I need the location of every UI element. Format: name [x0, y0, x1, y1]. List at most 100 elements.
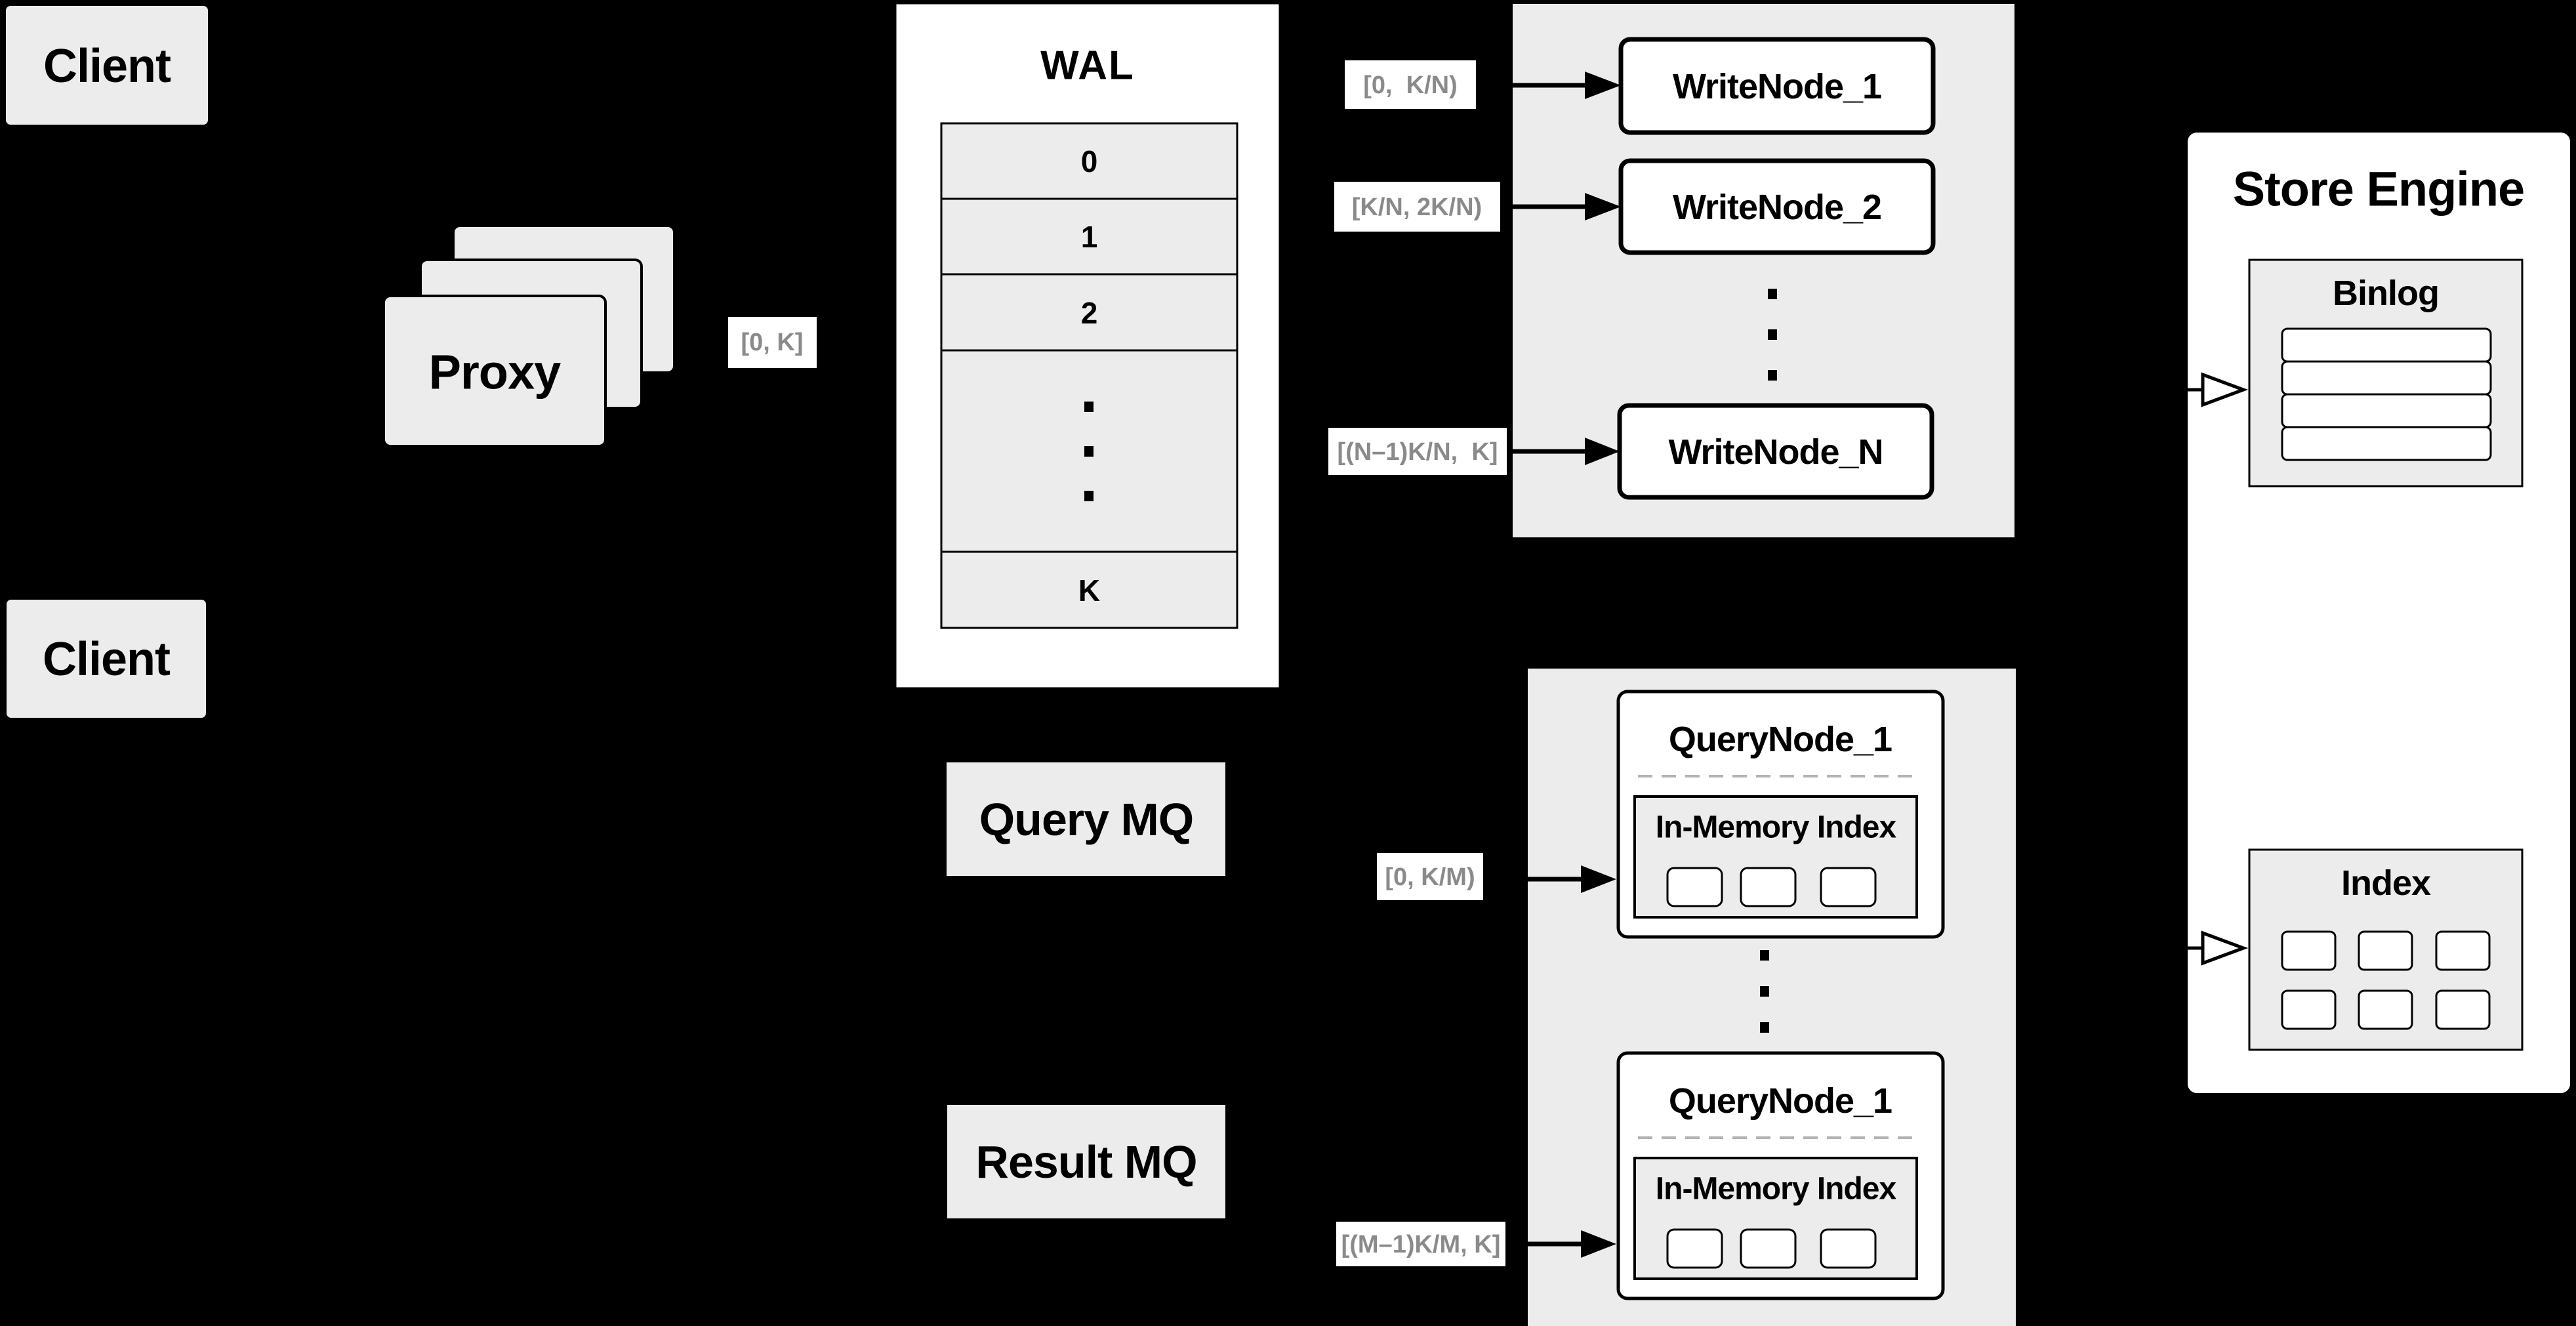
- ellipsis-dot: [1084, 491, 1094, 501]
- query-node-bottom: QueryNode_1 In-Memory Index: [1616, 1051, 1945, 1300]
- ellipsis-dot: [1084, 402, 1094, 412]
- result-mq-box: [946, 1104, 1227, 1220]
- arrowhead-writenode-n: [1585, 438, 1620, 465]
- query-node-title: QueryNode_1: [1669, 1081, 1892, 1121]
- ellipsis-dot: [1760, 986, 1769, 997]
- range-label-query-1: [0, K/M): [1377, 853, 1483, 900]
- write-node-label: WriteNode_2: [1673, 188, 1881, 227]
- index-cell: [2281, 989, 2337, 1030]
- arrowhead-querynode-1: [1581, 865, 1616, 893]
- in-memory-index-title: In-Memory Index: [1656, 810, 1897, 845]
- wal-row-1-label: 1: [1081, 220, 1097, 254]
- write-node-label: WriteNode_1: [1673, 67, 1881, 106]
- range-label-box: [1336, 1222, 1505, 1266]
- range-label-text: [K/N, 2K/N): [1352, 194, 1482, 221]
- binlog-row: [2281, 426, 2492, 461]
- range-label-text: [0, K/M): [1385, 863, 1475, 891]
- client-node-top: Client: [5, 5, 209, 126]
- write-node-label: WriteNode_N: [1668, 432, 1883, 472]
- range-label-box: [1345, 60, 1476, 109]
- range-label-box: [1334, 182, 1500, 232]
- proxy-stack: Proxy: [382, 224, 676, 447]
- index-title: Index: [2341, 863, 2431, 903]
- ellipsis-dot: [1760, 950, 1769, 961]
- wal-row-0-label: 0: [1081, 144, 1097, 178]
- range-label-box: [1328, 428, 1507, 475]
- range-label-query-m: [(M–1)K/M, K]: [1336, 1222, 1505, 1266]
- index-segment-cell: [1820, 1228, 1877, 1269]
- range-label-text: [(M–1)K/M, K]: [1341, 1231, 1501, 1258]
- arrowhead-writenode-2: [1585, 193, 1621, 220]
- index-cell: [2358, 930, 2413, 971]
- wal-row-k: [940, 550, 1238, 629]
- proxy-box-front: [382, 295, 607, 447]
- binlog-group: Binlog: [2248, 259, 2524, 487]
- query-node-title: QueryNode_1: [1669, 720, 1892, 759]
- open-arrowhead-binlog: [2201, 372, 2249, 407]
- ellipsis-dot: [1768, 289, 1777, 299]
- ellipsis-dot: [1760, 1022, 1769, 1033]
- connector-arrows: [1475, 72, 2249, 1258]
- client-top-box: [5, 5, 209, 126]
- client-top-label: Client: [43, 40, 171, 93]
- open-arrowhead-index: [2201, 930, 2249, 966]
- index-cell: [2435, 930, 2491, 971]
- query-mq-box: [945, 761, 1227, 877]
- result-mq-node: Result MQ: [946, 1104, 1227, 1220]
- range-label-text: [0, K]: [741, 329, 804, 356]
- wal-row-2: [940, 273, 1238, 352]
- binlog-row: [2281, 393, 2492, 428]
- result-mq-label: Result MQ: [975, 1136, 1196, 1188]
- query-nodes-ellipsis: [1760, 950, 1769, 1033]
- client-bottom-label: Client: [43, 633, 171, 686]
- write-node-box: [1618, 158, 1936, 255]
- wal-row-0: [940, 122, 1238, 200]
- range-label-box: [728, 317, 817, 368]
- wal-title: WAL: [1040, 43, 1135, 89]
- wal-row-k-label: K: [1078, 573, 1100, 608]
- binlog-title: Binlog: [2333, 274, 2439, 313]
- write-node-n: WriteNode_N: [1617, 403, 1934, 500]
- ellipsis-dot: [1084, 446, 1094, 457]
- binlog-row: [2281, 327, 2492, 363]
- index-segment-cell: [1820, 867, 1877, 907]
- index-cell: [2358, 989, 2413, 1030]
- range-label-write-n: [(N–1)K/N, K]: [1328, 428, 1507, 475]
- binlog-row: [2281, 360, 2492, 396]
- ellipsis-dot: [1768, 370, 1777, 381]
- ellipsis-dot: [1768, 329, 1777, 340]
- index-segment-cell: [1740, 1228, 1797, 1269]
- store-engine-section: Store Engine Binlog Index: [2233, 162, 2525, 1051]
- index-segment-cell: [1740, 867, 1797, 907]
- write-node-box: [1618, 37, 1936, 135]
- range-label-client-to-wal: [0, K]: [728, 317, 817, 368]
- write-node-1: WriteNode_1: [1618, 37, 1936, 135]
- index-cell: [2281, 930, 2337, 971]
- range-label-text: [0, K/N): [1363, 72, 1458, 99]
- proxy-label: Proxy: [429, 345, 562, 400]
- query-mq-label: Query MQ: [979, 794, 1194, 845]
- wal-row-2-label: 2: [1081, 296, 1097, 330]
- arrowhead-writenode-1: [1585, 72, 1621, 99]
- index-segment-cell: [1666, 867, 1723, 907]
- in-memory-index-title: In-Memory Index: [1656, 1172, 1897, 1207]
- range-label-write-1: [0, K/N): [1345, 60, 1476, 109]
- arrowhead-querynode-m: [1581, 1230, 1616, 1258]
- index-group: Index: [2248, 848, 2524, 1051]
- query-node-top: QueryNode_1 In-Memory Index: [1616, 690, 1945, 939]
- query-mq-node: Query MQ: [945, 761, 1227, 877]
- range-label-text: [(N–1)K/N, K]: [1338, 438, 1498, 466]
- write-node-2: WriteNode_2: [1618, 158, 1936, 255]
- wal-row-1: [940, 197, 1238, 276]
- client-node-bottom: Client: [5, 598, 207, 719]
- write-node-box: [1617, 403, 1934, 500]
- range-label-box: [1377, 853, 1483, 900]
- index-cell: [2435, 989, 2491, 1030]
- client-bottom-box: [5, 598, 207, 719]
- range-label-write-2: [K/N, 2K/N): [1334, 182, 1500, 232]
- index-segment-cell: [1666, 1228, 1723, 1269]
- write-nodes-ellipsis: [1768, 289, 1777, 381]
